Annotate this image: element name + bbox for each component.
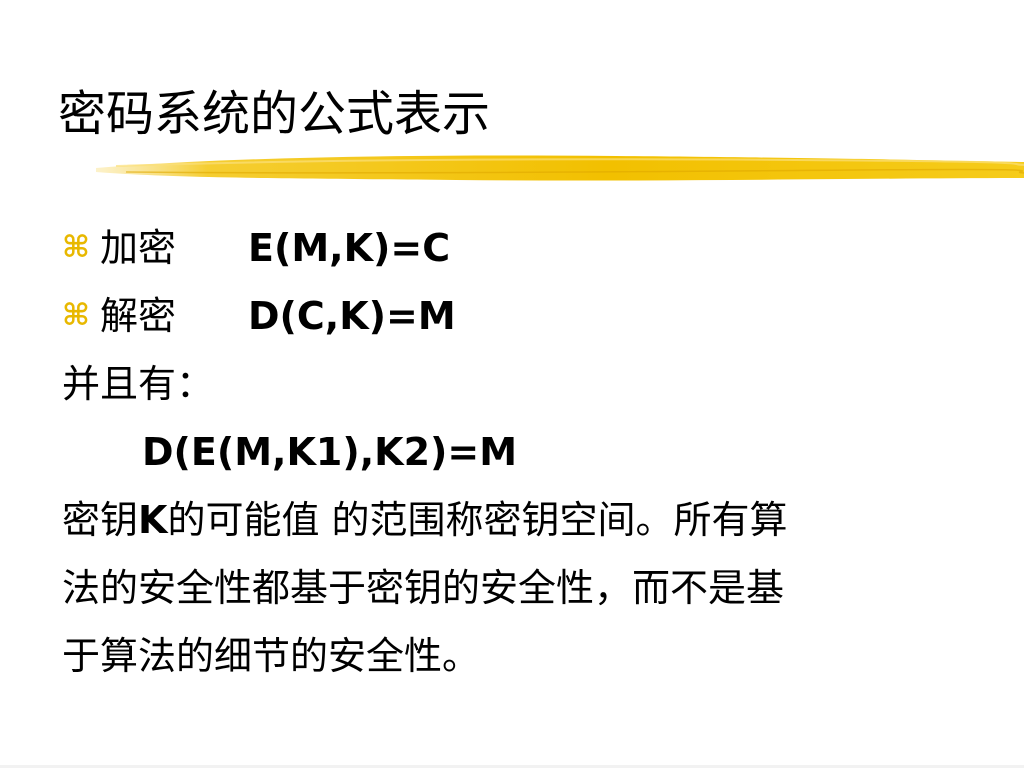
key-space-paragraph-line-2: 法的安全性都基于密钥的安全性，而不是基: [62, 566, 785, 610]
key-symbol: K: [138, 498, 168, 542]
encrypt-label: 加密: [100, 226, 177, 270]
command-key-bullet-icon: ⌘: [62, 230, 90, 265]
bottom-divider: [0, 765, 1024, 768]
content-block: ⌘ 加密 E(M,K)=C ⌘ 解密 D(C,K)=M 并且有： D(E(M,K…: [62, 214, 788, 690]
decrypt-formula: D(C,K)=M: [248, 294, 456, 338]
slide-title: 密码系统的公式表示: [58, 86, 491, 142]
paragraph-text: 密钥: [62, 498, 139, 542]
decrypt-label: 解密: [100, 294, 177, 338]
identity-formula: D(E(M,K1),K2)=M: [142, 430, 518, 474]
key-space-paragraph-line-1: 密钥K的可能值 的范围称密钥空间。所有算: [62, 486, 788, 554]
list-item: ⌘ 加密 E(M,K)=C: [62, 214, 788, 282]
key-space-paragraph-line-3: 于算法的细节的安全性。: [62, 634, 481, 678]
command-key-bullet-icon: ⌘: [62, 298, 90, 333]
paragraph-text: 的可能值 的范围称密钥空间。所有算: [167, 498, 788, 542]
title-underline-decoration: [96, 155, 1024, 181]
list-item: ⌘ 解密 D(C,K)=M: [62, 282, 788, 350]
encrypt-formula: E(M,K)=C: [248, 226, 451, 270]
and-text: 并且有：: [62, 362, 215, 406]
